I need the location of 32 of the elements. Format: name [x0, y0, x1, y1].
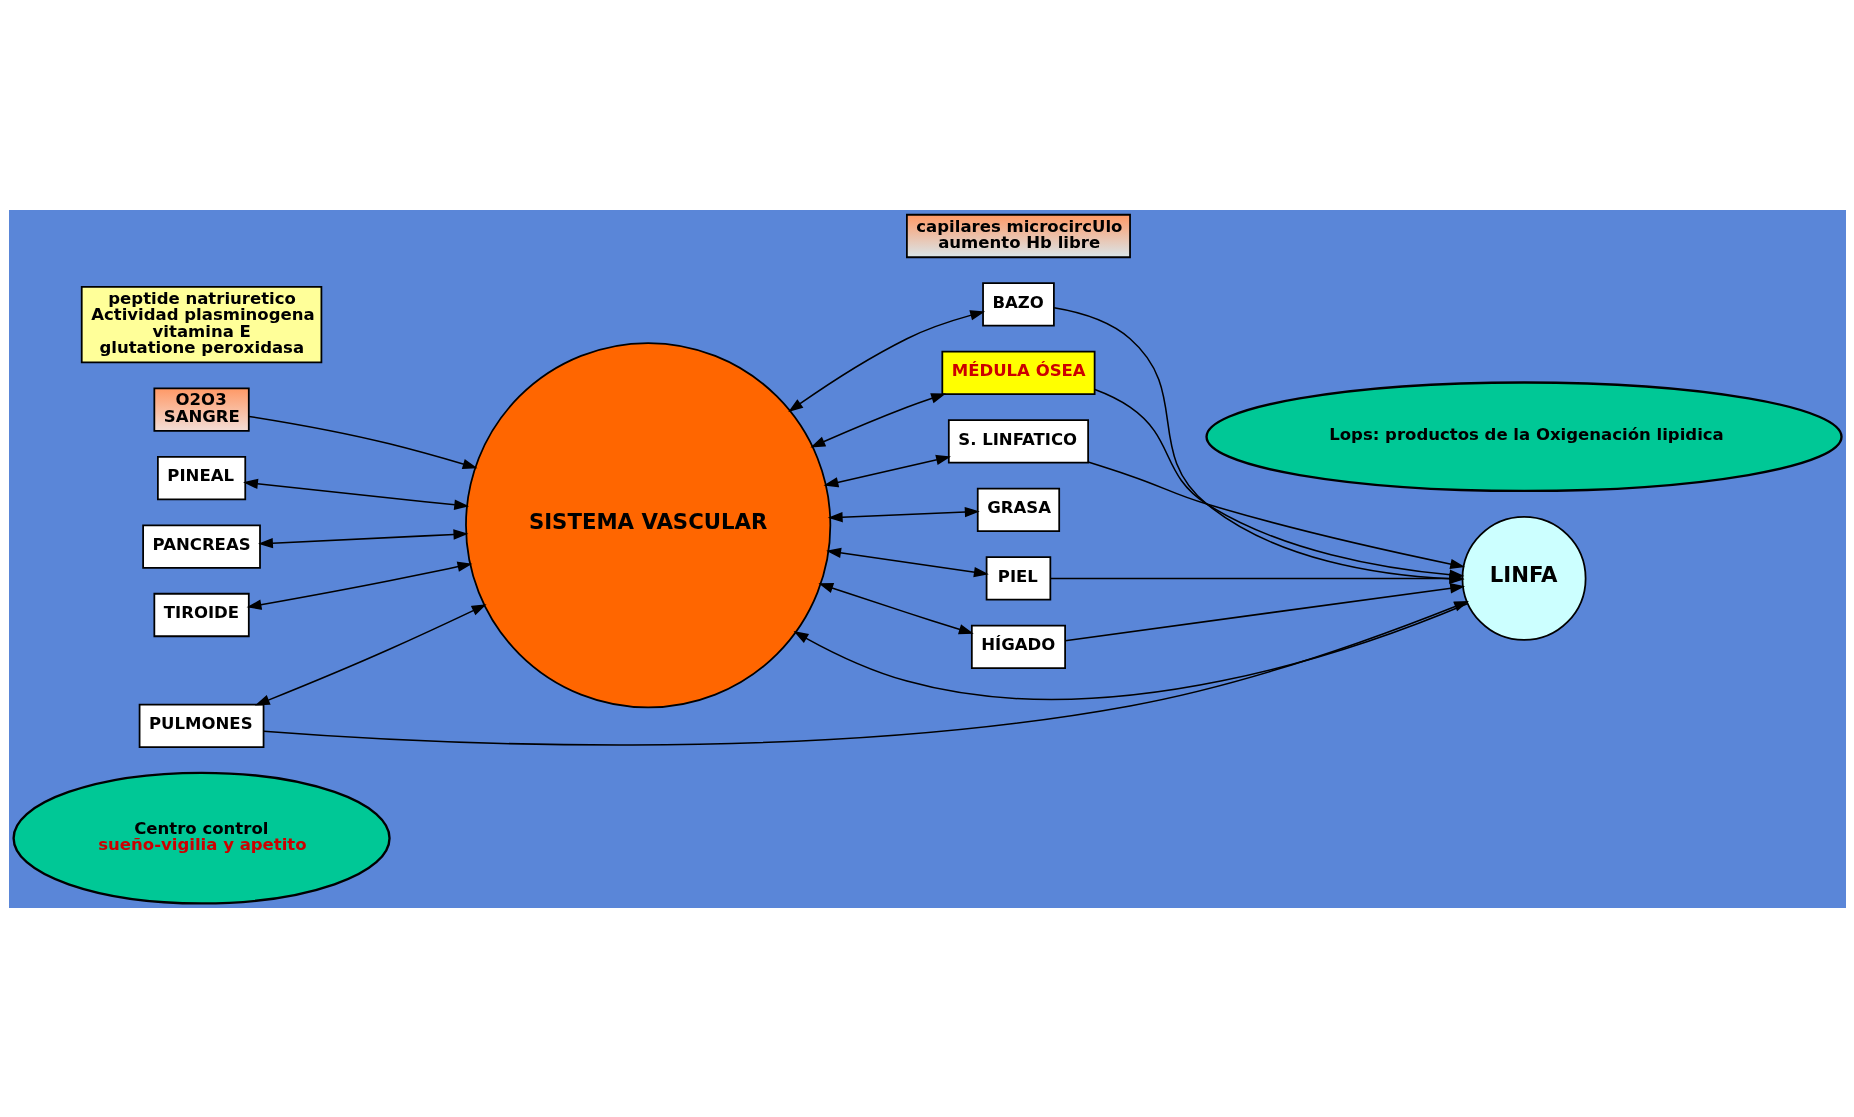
- node-circle: LINFA: [1461, 515, 1586, 641]
- arrow: [257, 528, 468, 548]
- node-box: TIROIDE: [152, 592, 250, 637]
- arrow: [246, 561, 472, 610]
- node-box: S. LINFATICO: [947, 418, 1089, 464]
- arrow: [1086, 460, 1465, 569]
- node-box: PIEL: [985, 555, 1051, 601]
- arrow: [247, 415, 478, 469]
- node-box: GRASA: [976, 487, 1060, 532]
- node-ellipse: Lops: productos de la Oxigenación lipidica: [1204, 380, 1843, 492]
- node-box: peptide natriuretico Actividad plasminogena vitamina E glutatione peroxidasa: [80, 285, 322, 363]
- arrow: [262, 600, 1469, 746]
- node-box: BAZO: [981, 281, 1055, 327]
- node-box: capilares microcircUlo aumento Hb libre: [905, 213, 1131, 258]
- arrow: [823, 454, 951, 487]
- arrow: [1063, 582, 1465, 641]
- node-box: HÍGADO: [970, 624, 1066, 669]
- arrow: [809, 392, 946, 448]
- node-box: PULMONES: [138, 703, 264, 748]
- arrow: [825, 547, 989, 577]
- arrow: [242, 478, 469, 510]
- node-box: MÉDULA ÓSEA: [940, 350, 1095, 395]
- arrow: [793, 602, 1468, 700]
- arrow: [827, 506, 980, 522]
- arrow: [787, 309, 985, 412]
- node-box: PINEAL: [156, 455, 246, 500]
- node-box: PANCREAS: [141, 523, 261, 569]
- arrow: [254, 603, 487, 705]
- node-box: O2O3 SANGRE: [152, 386, 250, 432]
- node-circle: SISTEMA VASCULAR: [464, 341, 831, 708]
- node-ellipse: Centro control sueño-vigilia y apetito: [11, 771, 391, 905]
- arrow: [817, 582, 974, 634]
